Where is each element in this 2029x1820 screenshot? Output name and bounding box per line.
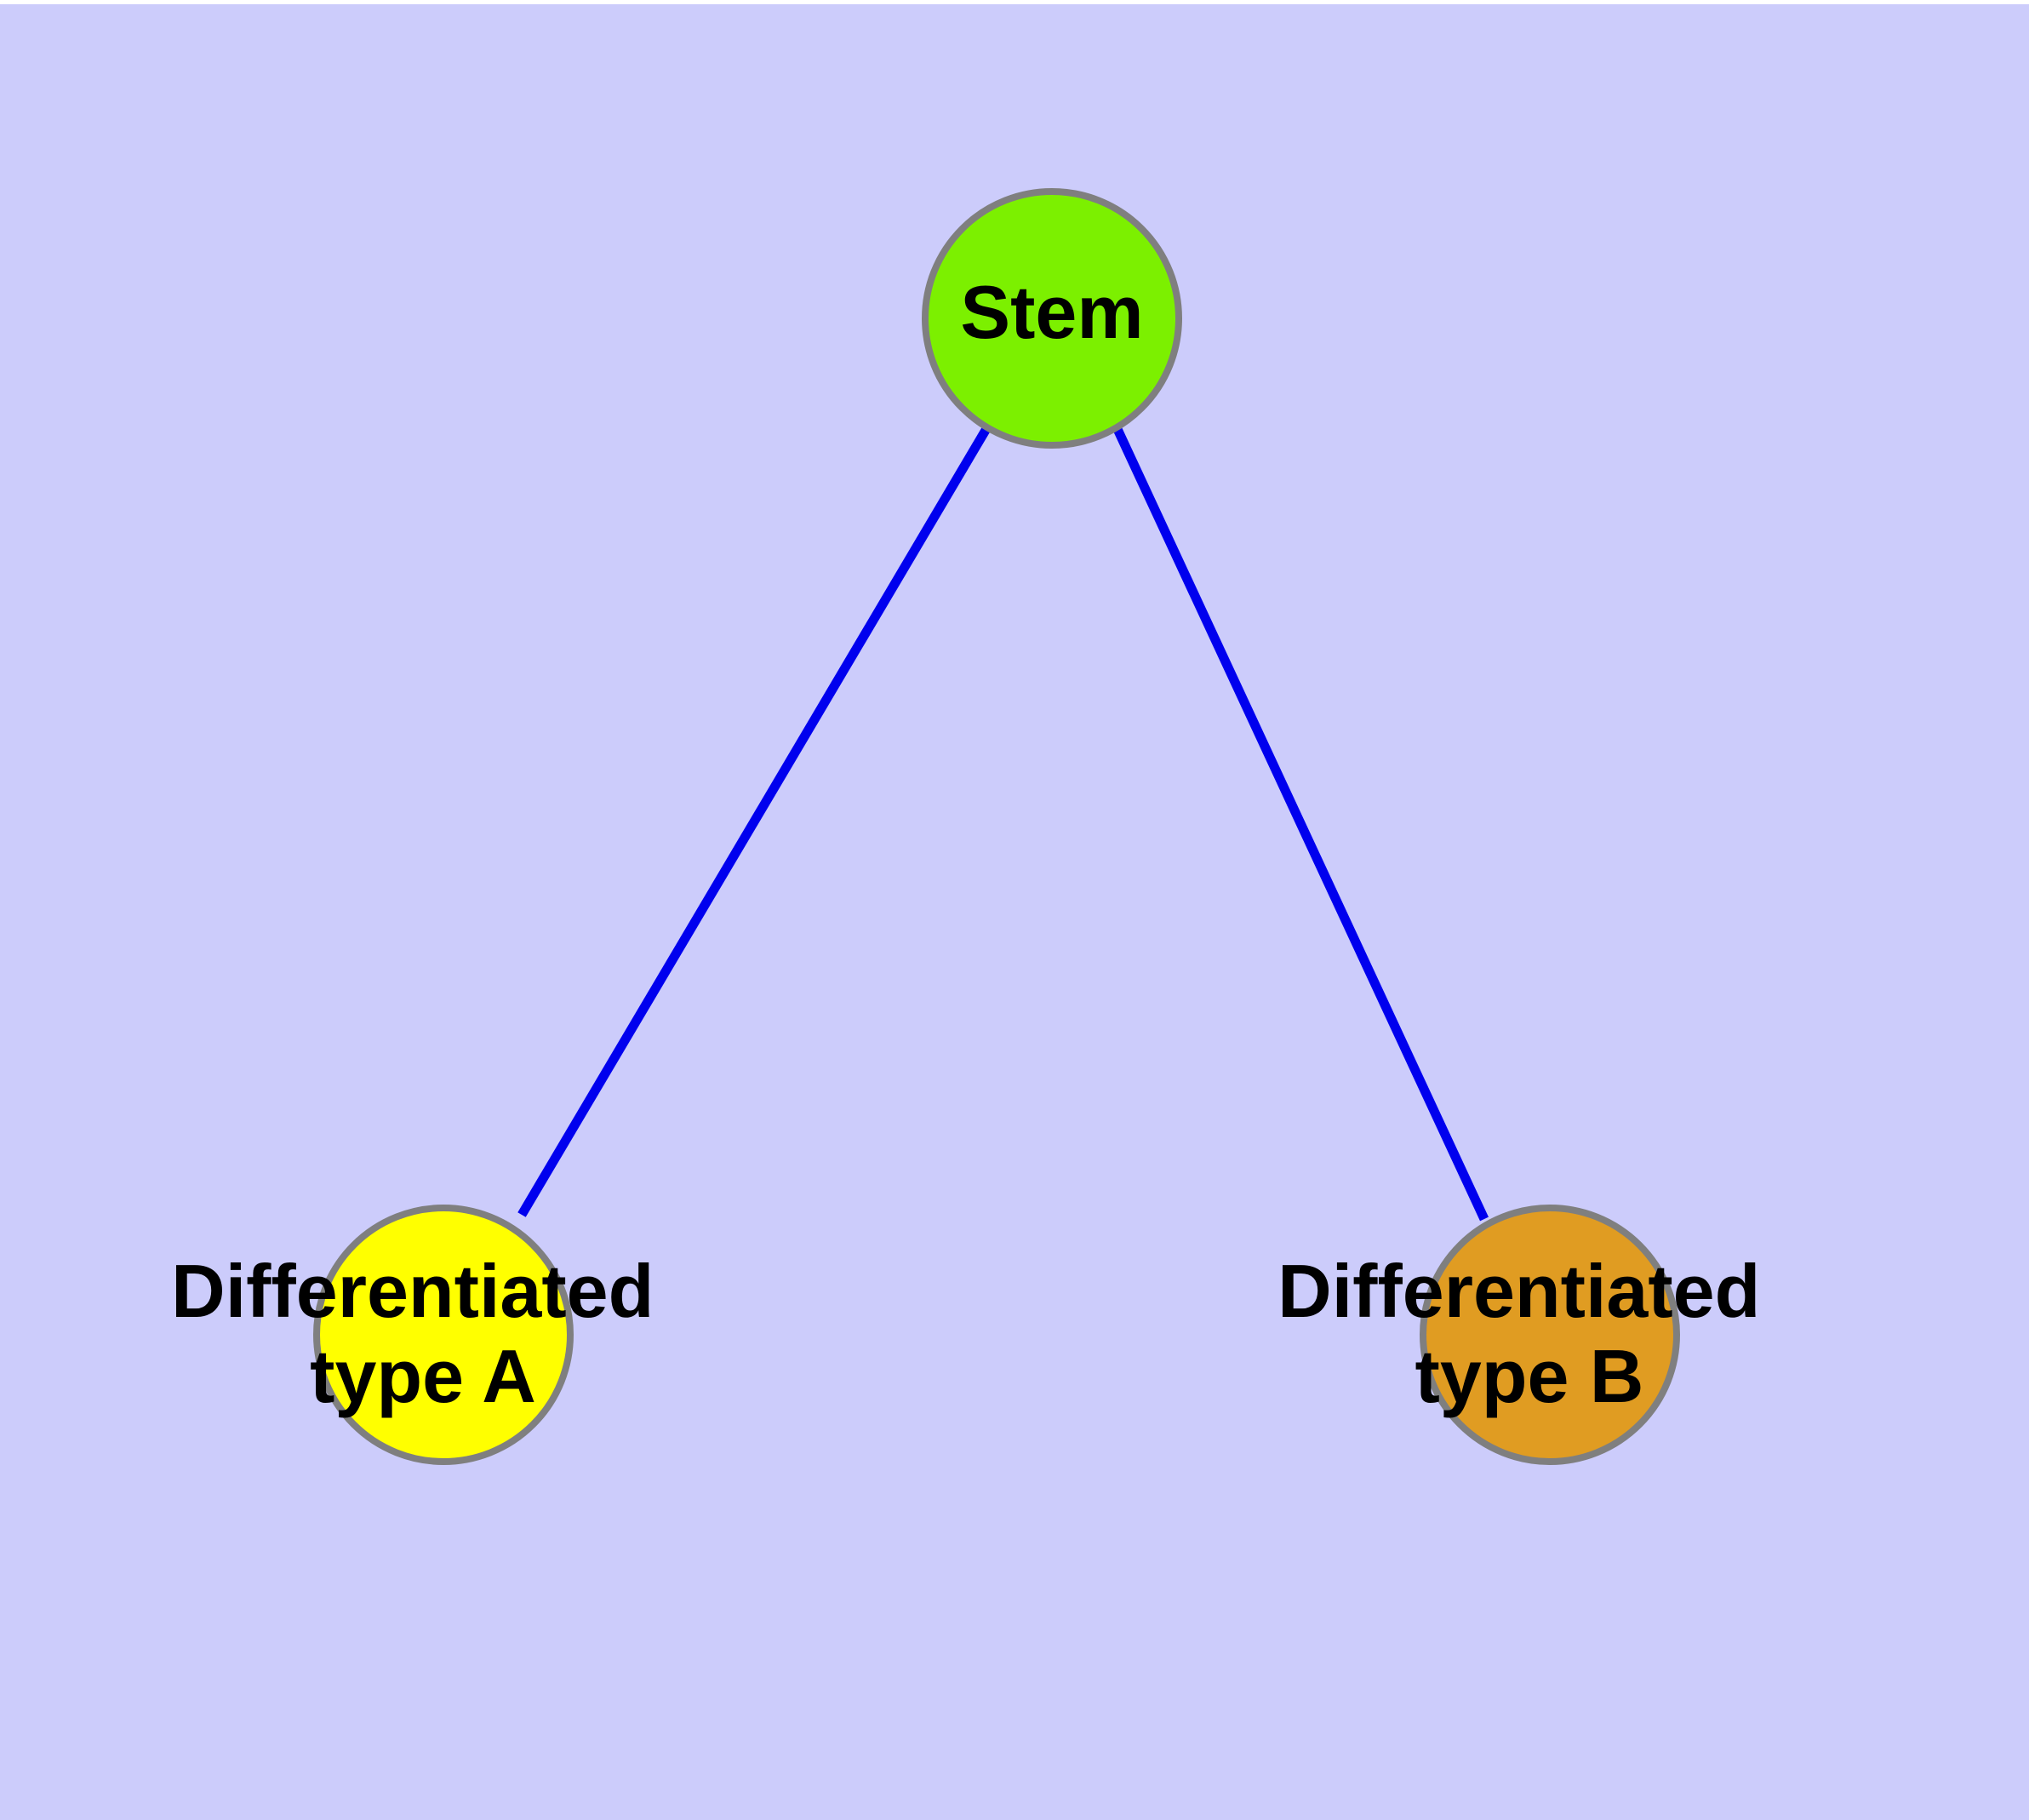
node-diff-a-label: Differentiated type A — [171, 1249, 675, 1418]
edge-stem-to-diff-b[interactable] — [1112, 425, 1489, 1222]
node-diff-b-label: Differentiated type B — [1277, 1249, 1781, 1418]
node-stem[interactable] — [922, 188, 1182, 449]
node-diff-a[interactable] — [313, 1205, 574, 1465]
edge-stem-to-diff-a[interactable] — [517, 425, 992, 1217]
node-diff-a-label-line-1: type A — [310, 1334, 536, 1418]
node-diff-b-circle[interactable] — [1420, 1205, 1680, 1465]
node-diff-b-label-line-1: type B — [1415, 1334, 1644, 1418]
node-stem-label: Stem — [960, 270, 1143, 354]
labels-group: Stem Differentiated type A Differentiate… — [171, 270, 1781, 1418]
node-stem-circle[interactable] — [922, 188, 1182, 449]
edges-group — [517, 425, 1489, 1222]
node-diff-a-circle[interactable] — [313, 1205, 574, 1465]
node-diff-a-label-line-0: Differentiated — [171, 1249, 654, 1333]
nodes-group — [313, 188, 1680, 1465]
node-diff-b[interactable] — [1420, 1205, 1680, 1465]
node-diff-b-label-line-0: Differentiated — [1277, 1249, 1760, 1333]
node-stem-label-line-0: Stem — [960, 270, 1143, 354]
